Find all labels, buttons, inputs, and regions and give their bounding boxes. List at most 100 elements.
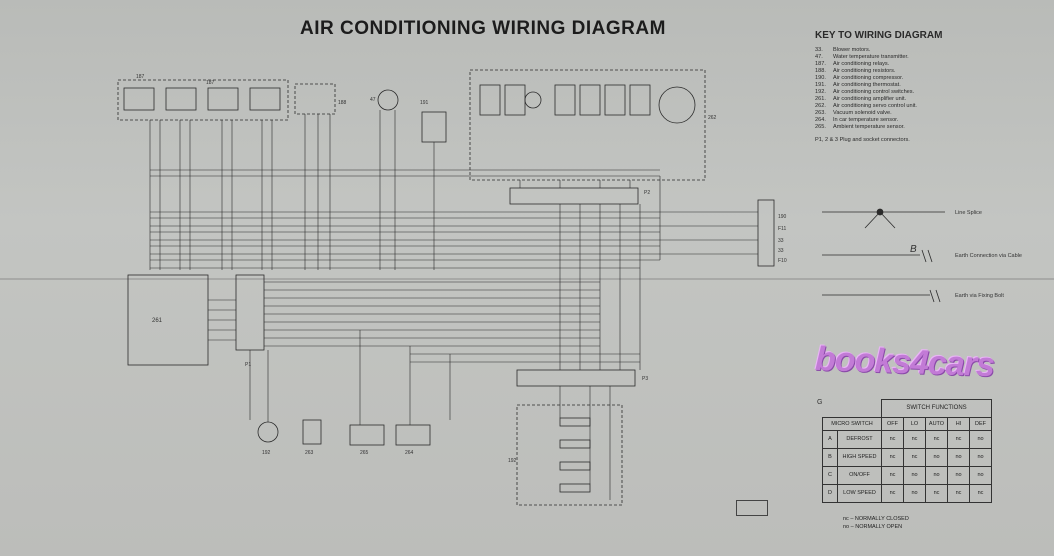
transmitter-47: [377, 89, 399, 111]
key-item-description: Air conditioning servo control unit.: [833, 103, 917, 109]
label-47: 47: [370, 97, 376, 103]
key-item-number: 263.: [815, 110, 826, 116]
key-item-description: Vacuum solenoid valve.: [833, 110, 892, 116]
label-264: 264: [405, 450, 414, 456]
sensor-265: [349, 424, 385, 446]
label-191: 191: [420, 100, 429, 106]
label-p1: P1: [245, 362, 252, 368]
table-marker: G: [817, 399, 823, 406]
key-item-number: 47.: [815, 54, 823, 60]
switch-state-cell: no: [925, 465, 948, 485]
relay-4: [249, 87, 281, 111]
key-item-description: Blower motors.: [833, 47, 871, 53]
switch-id: C: [822, 465, 838, 485]
legend-earth-cable: Earth Connection via Cable: [955, 253, 1022, 259]
note-nc: nc – NORMALLY CLOSED: [843, 516, 909, 522]
key-item-number: 33.: [815, 47, 823, 53]
key-item-description: Air conditioning thermostat.: [833, 82, 901, 88]
amplifier-261: [127, 274, 209, 366]
switch-name: HIGH SPEED: [837, 447, 882, 467]
harness-lines: [150, 169, 758, 363]
servo-motor: [524, 91, 542, 109]
key-item-number: 190.: [815, 75, 826, 81]
key-item: 265. Ambient temperature sensor.: [815, 124, 1045, 131]
sensor-264: [395, 424, 431, 446]
out-1: 190: [778, 214, 787, 220]
key-item-description: In car temperature sensor.: [833, 117, 899, 123]
switch-state-cell: nc: [881, 483, 904, 503]
micro-switch-c: [559, 461, 591, 471]
switch-state-cell: nc: [903, 429, 926, 449]
switch-header-cell: MICRO SWITCH: [822, 416, 882, 431]
switch-state-cell: nc: [903, 447, 926, 467]
servo-relay-6: [629, 84, 651, 116]
note-no: no – NORMALLY OPEN: [843, 524, 903, 530]
switch-state-cell: no: [947, 447, 970, 467]
micro-switch-b: [559, 439, 591, 449]
switch-state-cell: nc: [881, 465, 904, 485]
key-item: 188.Air conditioning resistors.: [815, 68, 1045, 75]
paper-fold: [0, 278, 1054, 280]
key-item-description: Water temperature transmitter.: [833, 54, 909, 60]
drawing-stamp: [736, 500, 768, 516]
servo-relay-4: [579, 84, 601, 116]
switch-header-cell: LO: [903, 416, 926, 431]
switch-state-cell: nc: [947, 483, 970, 503]
switch-state-cell: no: [925, 447, 948, 467]
legend-line-splice: Line Splice: [955, 210, 982, 216]
switch-header-cell: HI: [947, 416, 970, 431]
servo-unit-262: [469, 69, 706, 181]
legend-earth-letter: B: [910, 244, 917, 255]
servo-relay-3: [554, 84, 576, 116]
key-panel: KEY TO WIRING DIAGRAM 33.Blower motors.4…: [815, 30, 1045, 143]
key-item-number: 191.: [815, 82, 826, 88]
key-item-description: Ambient temperature sensor.: [833, 124, 905, 130]
switch-state-cell: no: [903, 483, 926, 503]
micro-switch-d: [559, 483, 591, 493]
key-item-description: Air conditioning compressor.: [833, 75, 904, 81]
key-item-description: Air conditioning control switches.: [833, 89, 915, 95]
out-3: 33: [778, 238, 784, 244]
resistor-block-188: [294, 83, 336, 115]
label-265: 265: [360, 450, 369, 456]
switch-state-cell: no: [947, 465, 970, 485]
label-261: 261: [152, 318, 163, 324]
switch-header-cell: OFF: [881, 416, 904, 431]
servo-relay-5: [604, 84, 626, 116]
key-item-number: 261.: [815, 96, 826, 102]
switch-name: LOW SPEED: [837, 483, 882, 503]
vertical-wires: [149, 110, 661, 500]
switch-state-cell: nc: [925, 483, 948, 503]
out-2: F11: [778, 226, 787, 232]
label-187b: 187: [206, 80, 215, 86]
watermark-logo: books4cars: [814, 339, 995, 385]
key-item-number: 262.: [815, 103, 826, 109]
switch-name: DEFROST: [837, 429, 882, 449]
key-item-description: Air conditioning relays.: [833, 61, 890, 67]
switch-state-cell: no: [969, 429, 992, 449]
key-item: 262. Air conditioning servo control unit.: [815, 103, 1045, 110]
plug-p3: [516, 369, 636, 387]
key-item-number: 265.: [815, 124, 826, 130]
key-item: 261.Air conditioning amplifier unit.: [815, 96, 1045, 103]
key-item: 33. Blower motors.: [815, 47, 1045, 54]
key-item: 264.In car temperature sensor.: [815, 117, 1045, 124]
key-item: 192.Air conditioning control switches.: [815, 89, 1045, 96]
diagram-title: AIR CONDITIONING WIRING DIAGRAM: [300, 18, 666, 39]
out-5: F10: [778, 258, 787, 264]
key-list: 33. Blower motors. 47. Water temperature tr…: [815, 47, 1045, 131]
switch-id: A: [822, 429, 838, 449]
switch-id: B: [822, 447, 838, 467]
key-note: P1, 2 & 3 Plug and socket connectors.: [815, 137, 910, 143]
legend-symbols: [822, 208, 945, 303]
output-connector: [757, 199, 775, 267]
servo-sensor: [658, 86, 696, 124]
switch-notes: nc – NORMALLY CLOSED no – NORMALLY OPEN: [843, 515, 909, 531]
switch-state-cell: no: [969, 465, 992, 485]
